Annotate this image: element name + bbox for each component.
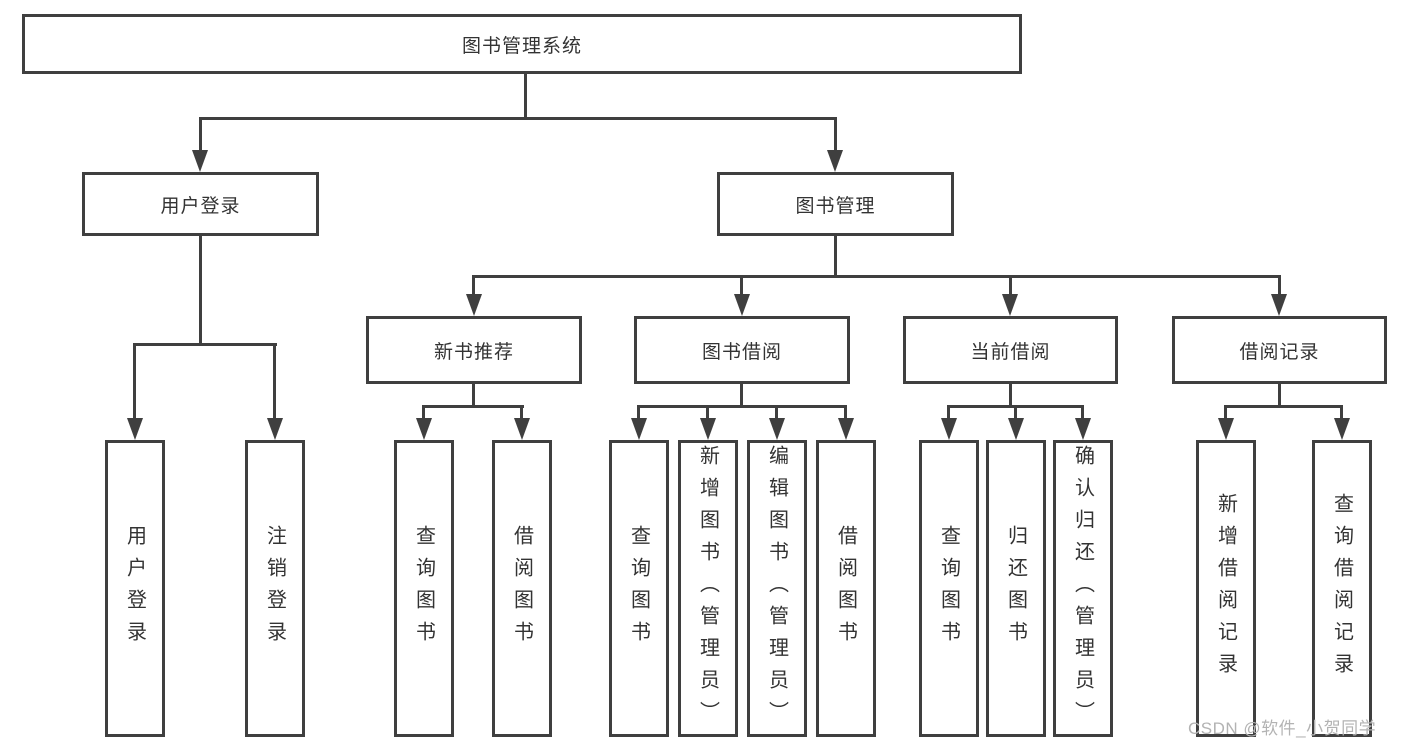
arrowhead — [192, 150, 208, 172]
connector — [834, 236, 837, 278]
arrowhead — [1002, 294, 1018, 316]
node-current-borrow: 当前借阅 — [903, 316, 1118, 384]
node-root: 图书管理系统 — [22, 14, 1022, 74]
leaf-user-login-label: 用户登录 — [123, 524, 146, 653]
leaf-newbooks-query-books: 查询图书 — [394, 440, 454, 737]
arrowhead — [769, 418, 785, 440]
arrowhead — [827, 150, 843, 172]
connector — [740, 384, 743, 408]
connector — [133, 343, 277, 346]
connector — [1014, 408, 1017, 418]
arrowhead — [1334, 418, 1350, 440]
leaf-newbooks-query-books-label: 查询图书 — [412, 524, 435, 653]
leaf-return-books-label: 归还图书 — [1004, 524, 1027, 653]
connector — [199, 120, 202, 151]
connector — [637, 408, 640, 418]
connector — [1009, 384, 1012, 408]
connector — [1009, 278, 1012, 295]
connector — [472, 275, 1281, 278]
leaf-borrow-query-books: 查询图书 — [609, 440, 669, 737]
arrowhead — [267, 418, 283, 440]
arrowhead — [1008, 418, 1024, 440]
arrowhead — [700, 418, 716, 440]
leaf-newbooks-borrow-books: 借阅图书 — [492, 440, 552, 737]
leaf-add-borrow-record-label: 新增借阅记录 — [1214, 492, 1237, 685]
connector — [947, 405, 1084, 408]
leaf-logout: 注销登录 — [245, 440, 305, 737]
leaf-add-books-admin-label: 新增图书（管理员） — [696, 444, 719, 733]
arrowhead — [514, 418, 530, 440]
arrowhead — [1075, 418, 1091, 440]
connector — [472, 384, 475, 408]
connector — [273, 346, 276, 418]
connector — [422, 405, 524, 408]
connector — [1278, 384, 1281, 408]
connector — [775, 408, 778, 418]
connector — [740, 278, 743, 295]
connector — [1224, 408, 1227, 418]
arrowhead — [416, 418, 432, 440]
arrowhead — [466, 294, 482, 316]
leaf-add-borrow-record: 新增借阅记录 — [1196, 440, 1256, 737]
connector — [133, 346, 136, 418]
connector — [520, 408, 523, 418]
node-book-borrow-label: 图书借阅 — [701, 341, 782, 363]
leaf-logout-label: 注销登录 — [263, 524, 286, 653]
arrowhead — [1218, 418, 1234, 440]
connector — [1278, 278, 1281, 295]
arrowhead — [127, 418, 143, 440]
arrowhead — [734, 294, 750, 316]
connector — [472, 278, 475, 295]
csdn-watermark: CSDN @软件_小贺同学 — [1188, 719, 1377, 738]
connector — [844, 408, 847, 418]
connector — [834, 120, 837, 151]
leaf-user-login: 用户登录 — [105, 440, 165, 737]
node-borrow-records-label: 借阅记录 — [1239, 341, 1320, 363]
leaf-confirm-return-admin: 确认归还（管理员） — [1053, 440, 1113, 737]
leaf-borrow-query-books-label: 查询图书 — [627, 524, 650, 653]
leaf-current-query-books: 查询图书 — [919, 440, 979, 737]
connector — [199, 236, 202, 346]
node-new-book-recommend: 新书推荐 — [366, 316, 582, 384]
arrowhead — [941, 418, 957, 440]
leaf-borrow-borrow-books: 借阅图书 — [816, 440, 876, 737]
leaf-confirm-return-admin-label: 确认归还（管理员） — [1071, 444, 1094, 733]
node-current-borrow-label: 当前借阅 — [970, 341, 1051, 363]
leaf-borrow-borrow-books-label: 借阅图书 — [834, 524, 857, 653]
leaf-add-books-admin: 新增图书（管理员） — [678, 440, 738, 737]
node-root-label: 图书管理系统 — [461, 35, 582, 57]
node-new-book-recommend-label: 新书推荐 — [433, 341, 514, 363]
leaf-edit-books-admin: 编辑图书（管理员） — [747, 440, 807, 737]
leaf-current-query-books-label: 查询图书 — [937, 524, 960, 653]
leaf-newbooks-borrow-books-label: 借阅图书 — [510, 524, 533, 653]
arrowhead — [1271, 294, 1287, 316]
connector — [422, 408, 425, 418]
arrowhead — [631, 418, 647, 440]
leaf-return-books: 归还图书 — [986, 440, 1046, 737]
node-book-management-label: 图书管理 — [795, 195, 876, 217]
connector — [1224, 405, 1343, 408]
connector — [524, 71, 527, 120]
connector — [1081, 408, 1084, 418]
connector — [1340, 408, 1343, 418]
connector — [706, 408, 709, 418]
node-borrow-records: 借阅记录 — [1172, 316, 1387, 384]
connector — [637, 405, 847, 408]
leaf-query-borrow-record: 查询借阅记录 — [1312, 440, 1372, 737]
leaf-edit-books-admin-label: 编辑图书（管理员） — [765, 444, 788, 733]
node-book-management: 图书管理 — [717, 172, 954, 236]
node-book-borrow: 图书借阅 — [634, 316, 850, 384]
node-user-login: 用户登录 — [82, 172, 319, 236]
leaf-query-borrow-record-label: 查询借阅记录 — [1330, 492, 1353, 685]
connector — [947, 408, 950, 418]
arrowhead — [838, 418, 854, 440]
connector — [199, 117, 837, 120]
node-user-login-label: 用户登录 — [160, 195, 241, 217]
